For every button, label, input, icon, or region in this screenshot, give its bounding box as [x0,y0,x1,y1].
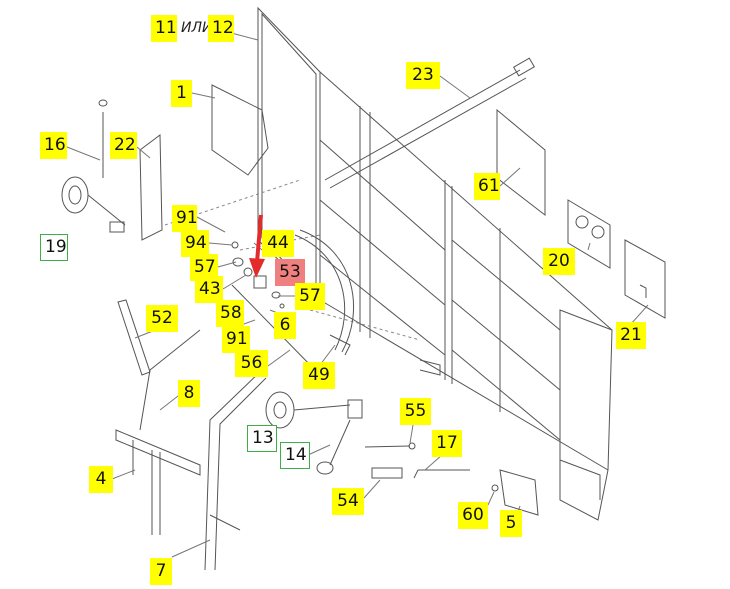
callout-54: 54 [332,488,364,515]
post-7-drawing [204,369,267,571]
red-arrow-icon [249,214,265,278]
callout-44: 44 [262,230,294,257]
bracket-22-drawing [139,134,163,241]
callout-20: 20 [543,248,575,275]
hub-parts-drawing [231,241,285,309]
lever-assembly-drawing [265,391,363,475]
callout-94: 94 [181,230,209,257]
callout-6: 6 [274,312,296,339]
pulley-assembly-drawing [61,99,126,233]
callout-1: 1 [171,80,192,107]
shield-drawing [294,229,355,356]
callout-52: 52 [146,305,178,332]
callout-7: 7 [150,558,172,585]
bracket-1-drawing [211,84,269,176]
callout-53: 53 [275,259,305,286]
plate-21-drawing [624,239,666,319]
callout-8: 8 [178,380,200,407]
callout-16: 16 [40,132,67,159]
callout-22: 22 [110,132,137,159]
callout-13: 13 [247,425,277,452]
callout-91-upper: 91 [172,205,198,232]
callout-58: 58 [216,300,244,327]
bolt-60-drawing [491,484,499,492]
callout-49: 49 [303,362,335,389]
angle-8-drawing [139,329,201,431]
leader-lines [66,29,649,558]
frame-4-drawing [115,429,201,535]
callout-60: 60 [458,502,488,529]
callout-55: 55 [400,398,431,425]
plate-5-drawing [499,469,539,516]
rod-17-drawing [413,469,470,479]
plate-20-drawing [567,199,611,269]
guide-lines [164,179,421,341]
callout-57-lower: 57 [295,283,325,310]
callout-43: 43 [195,276,223,303]
callout-12: 12 [208,15,234,42]
callout-23: 23 [406,62,440,89]
main-frame-drawing [257,6,613,521]
callout-ili: ИЛИ [181,20,213,36]
callout-14: 14 [280,442,310,469]
callout-61: 61 [474,173,500,200]
panel-61-drawing [496,108,546,217]
callout-4: 4 [89,466,113,493]
rod-drawing [231,284,316,371]
callout-56: 56 [235,350,268,377]
callout-5: 5 [500,510,522,537]
spring-54-drawing [371,467,403,479]
callout-21: 21 [616,322,646,349]
callout-11: 11 [151,15,177,42]
cross-beam-drawing [324,57,535,189]
callout-19: 19 [40,234,68,261]
pin-55-drawing [364,442,416,450]
callout-91-lower: 91 [222,326,250,353]
callout-17: 17 [432,430,462,457]
